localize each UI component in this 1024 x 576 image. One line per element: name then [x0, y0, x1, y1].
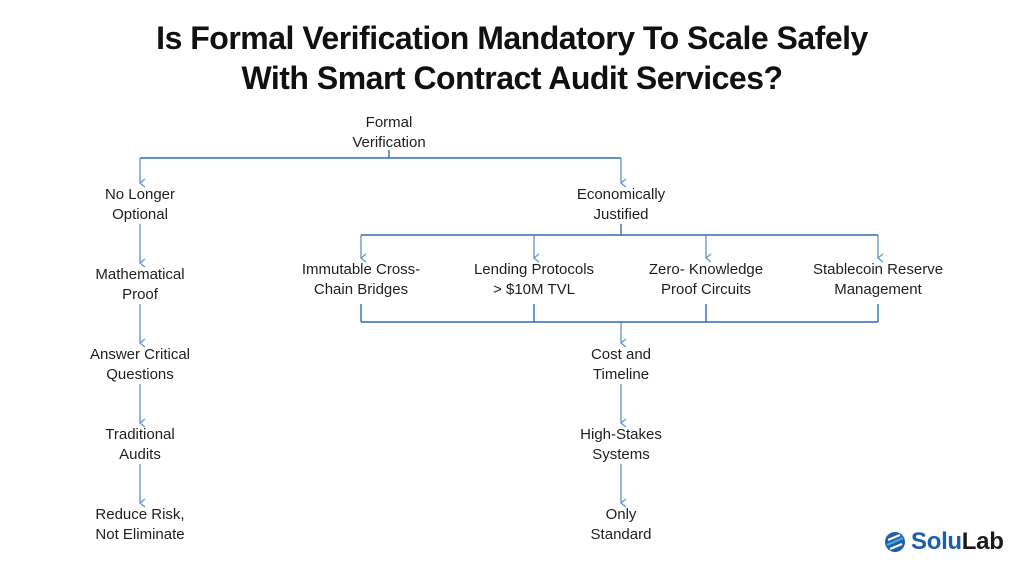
node-high-stakes-systems: High-Stakes Systems	[580, 425, 662, 465]
solulab-logo-icon	[885, 532, 905, 552]
node-no-longer-optional: No Longer Optional	[105, 185, 175, 225]
node-formal-verification: Formal Verification	[352, 113, 425, 153]
node-text: Proof Circuits	[660, 281, 752, 298]
node-text: Only	[605, 506, 637, 523]
node-text: Standard	[590, 526, 652, 543]
node-text: Lending Protocols	[473, 261, 595, 278]
title-line-2: With Smart Contract Audit Services?	[241, 60, 783, 96]
page-title: Is Formal Verification Mandatory To Scal…	[0, 18, 1024, 98]
logo-text-lab: Lab	[961, 528, 1004, 555]
node-text: Not Eliminate	[95, 526, 185, 543]
node-text: Systems	[592, 446, 650, 463]
logo-text-solu: Solu	[911, 528, 962, 555]
node-text: Traditional	[105, 426, 175, 443]
node-text: High-Stakes	[580, 426, 662, 443]
node-lending-protocols: Lending Protocols > $10M TVL	[474, 260, 594, 300]
node-economically-justified: Economically Justified	[577, 185, 665, 225]
logo-text: SoluLab	[911, 528, 1004, 556]
node-text: Mathematical	[95, 266, 185, 283]
node-text: Optional	[112, 206, 168, 223]
node-cross-chain-bridges: Immutable Cross- Chain Bridges	[302, 260, 420, 300]
node-text: Formal	[365, 114, 413, 131]
node-stablecoin-reserve: Stablecoin Reserve Management	[813, 260, 943, 300]
node-text: No Longer	[104, 186, 176, 203]
node-zero-knowledge: Zero- Knowledge Proof Circuits	[649, 260, 763, 300]
node-reduce-risk: Reduce Risk, Not Eliminate	[95, 505, 184, 545]
node-text: Timeline	[592, 366, 650, 383]
node-cost-and-timeline: Cost and Timeline	[591, 345, 651, 385]
node-text: Zero- Knowledge	[648, 261, 764, 278]
node-text: > $10M TVL	[493, 281, 575, 298]
node-text: Answer Critical	[89, 346, 191, 363]
node-text: Management	[834, 281, 922, 298]
node-text: Chain Bridges	[313, 281, 409, 298]
node-text: Proof	[122, 286, 158, 303]
title-line-1: Is Formal Verification Mandatory To Scal…	[156, 20, 868, 56]
node-text: Verification	[352, 134, 426, 151]
node-text: Audits	[119, 446, 161, 463]
node-answer-critical-questions: Answer Critical Questions	[90, 345, 190, 385]
node-text: Justified	[593, 206, 649, 223]
node-text: Immutable Cross-	[301, 261, 421, 278]
node-text: Stablecoin Reserve	[812, 261, 944, 278]
node-text: Cost and	[590, 346, 652, 363]
solulab-logo: SoluLab	[884, 528, 1004, 556]
node-only-standard: Only Standard	[591, 505, 652, 545]
node-mathematical-proof: Mathematical Proof	[95, 265, 184, 305]
node-text: Reduce Risk,	[95, 506, 185, 523]
node-text: Economically	[576, 186, 666, 203]
node-text: Questions	[106, 366, 174, 383]
node-traditional-audits: Traditional Audits	[105, 425, 174, 465]
